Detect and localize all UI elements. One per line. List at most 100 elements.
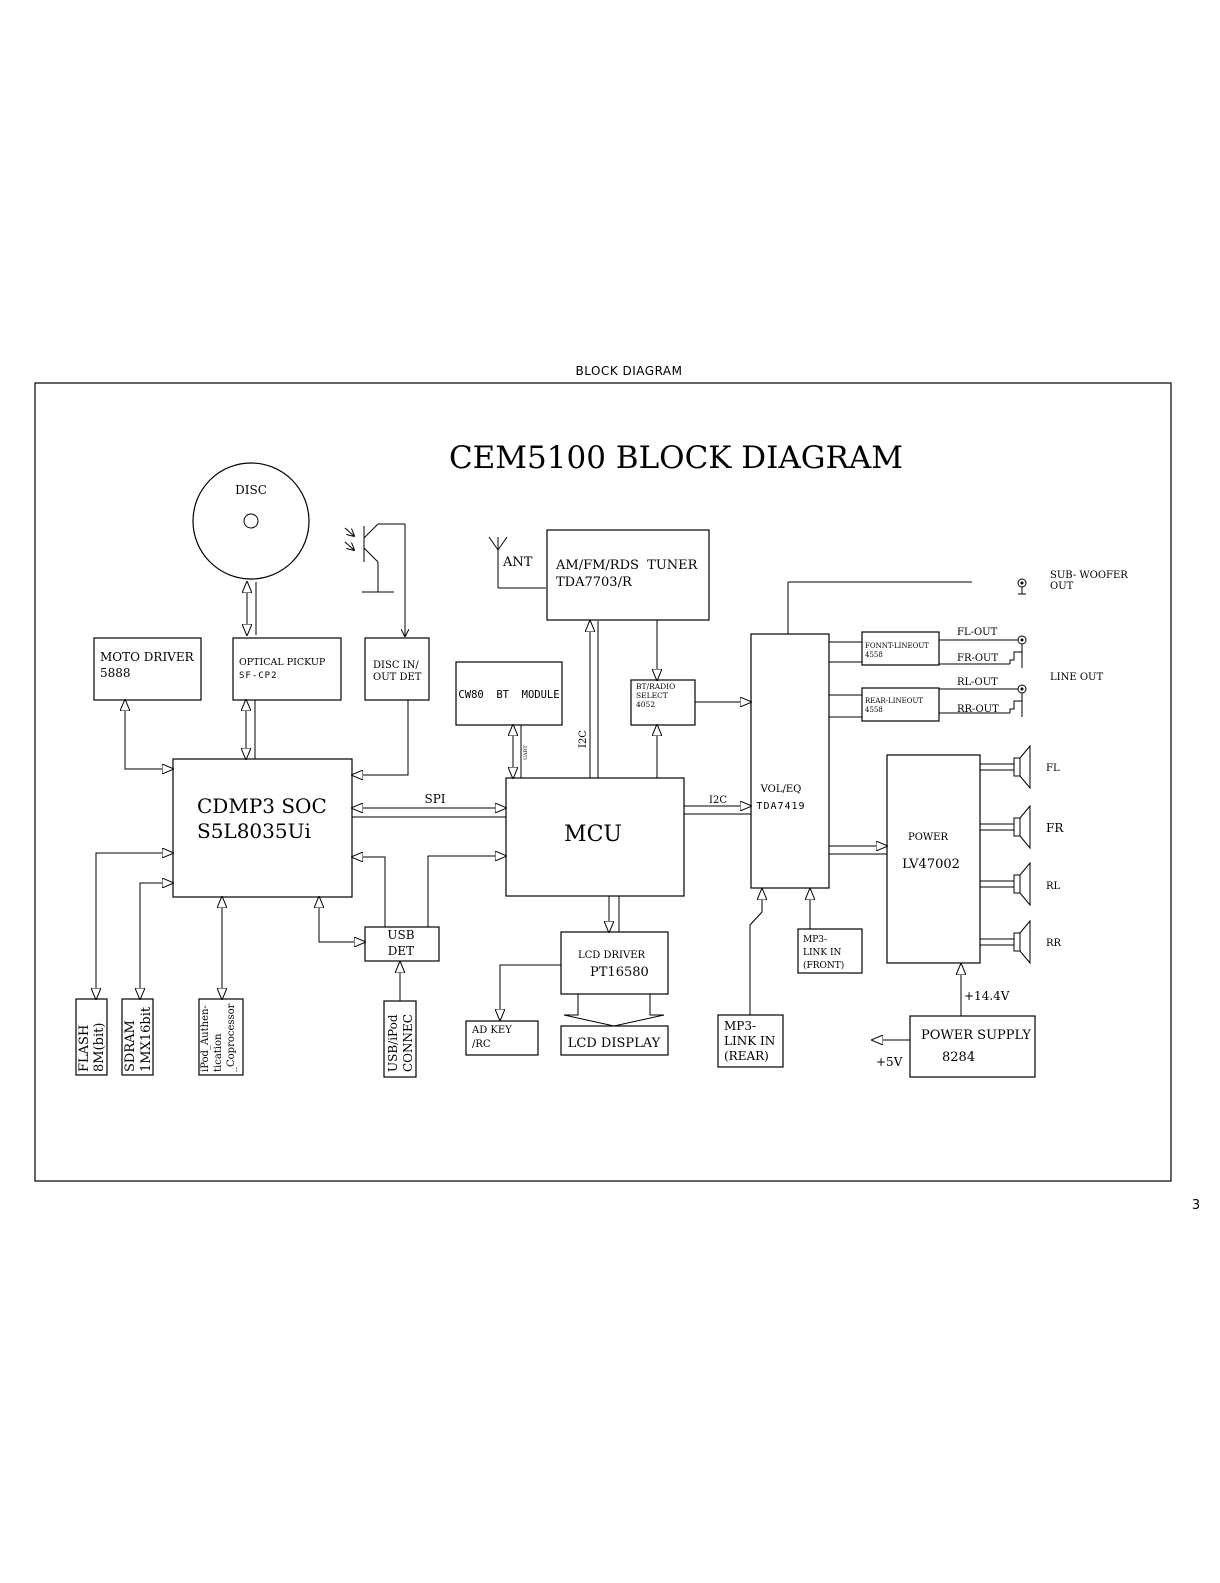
page-header: BLOCK DIAGRAM [576, 364, 683, 378]
speaker-rr-icon [980, 919, 1031, 965]
line-out-label: LINE OUT [1050, 672, 1103, 683]
rear-lineout-block: REAR-LINEOUT 4558 [861, 687, 940, 722]
lcd-display-block: LCD DISPLAY [560, 1025, 669, 1056]
moto-driver-chip: 5888 [100, 666, 131, 680]
uart-label: UART [523, 745, 529, 760]
sub-woofer-label-1: SUB- WOOFER [1050, 570, 1128, 581]
moto-driver-name: MOTO DRIVER [100, 650, 195, 664]
soc-name: CDMP3 SOC [197, 794, 327, 818]
front-lineout-chip: 4558 [865, 651, 883, 659]
usb-det-line1: USB [387, 928, 414, 942]
ad-key-block: AD KEY /RC [465, 1020, 539, 1056]
rear-lineout-name: REAR-LINEOUT [865, 697, 923, 705]
soc-chip: S5L8035Ui [197, 819, 311, 843]
front-lineout-name: FONNT-LINEOUT [865, 642, 929, 650]
mp3-front-line2: LINK IN [803, 948, 842, 958]
speaker-rl-label: RL [1046, 881, 1061, 892]
mp3-front-block: MP3- LINK IN (FRONT) [797, 928, 863, 974]
sub-woofer-label-2: OUT [1050, 581, 1074, 592]
spi-label: SPI [424, 792, 445, 806]
disc-detect-block: DISC IN/ OUT DET [364, 637, 430, 701]
flash-line2: 8M(bit) [92, 1023, 107, 1072]
soc-block: CDMP3 SOC S5L8035Ui [172, 758, 353, 898]
vol-eq-chip: TDA7419 [756, 801, 805, 812]
ipod-auth-line3: _Coprocessor [226, 1003, 237, 1072]
bt-select-line2: SELECT [636, 691, 668, 700]
usb-ipod-connector-block: USB/iPod CONNEC [383, 1000, 417, 1078]
sdram-line1: SDRAM [123, 1020, 138, 1072]
ipod-auth-line1: iPod_Authen- [200, 1005, 211, 1072]
flash-line1: FLASH [77, 1025, 92, 1072]
sub-woofer-output: SUB- WOOFER OUT [787, 570, 1128, 634]
fl-out-label: FL-OUT [957, 627, 998, 638]
tuner-block: AM/FM/RDS TUNER TDA7703/R [546, 529, 710, 621]
page-number: 3 [1192, 1198, 1200, 1213]
mp3-rear-line3: (REAR) [724, 1049, 769, 1063]
optical-pickup-chip: SF-CP2 [239, 671, 278, 681]
speaker-fl-icon [980, 744, 1031, 790]
usb-det-block: USB DET [364, 926, 440, 962]
ipod-auth-block: iPod_Authen- tication _Coprocessor [198, 998, 244, 1076]
bt-module-block: CW80 BT MODULE [455, 661, 563, 726]
power-amp-chip: LV47002 [902, 857, 960, 872]
antenna-icon: ANT [488, 536, 546, 589]
ad-key-line1: AD KEY [471, 1025, 512, 1036]
moto-driver-block: MOTO DRIVER 5888 [93, 637, 202, 701]
mcu-block: MCU [505, 777, 685, 897]
lcd-display-label: LCD DISPLAY [568, 1036, 661, 1051]
usb-ipod-line1: USB/iPod [386, 1014, 400, 1072]
ipod-auth-line2: tication [213, 1033, 224, 1072]
power-supply-block: POWER SUPPLY 8284 [909, 1015, 1036, 1078]
bt-module-name: CW80 BT MODULE [458, 689, 559, 701]
tuner-chip: TDA7703/R [556, 575, 633, 590]
usb-ipod-line2: CONNEC [401, 1014, 415, 1072]
diagram-title: CEM5100 BLOCK DIAGRAM [449, 440, 903, 476]
speaker-fr-icon [980, 804, 1031, 850]
power-amp-block: POWER LV47002 [886, 754, 981, 964]
usb-det-line2: DET [388, 944, 414, 958]
diagram-frame [34, 382, 1172, 1182]
ad-key-line2: /RC [472, 1039, 491, 1050]
fr-out-label: FR-OUT [957, 653, 998, 664]
lcd-driver-block: LCD DRIVER PT16580 [560, 931, 669, 995]
mcu-label: MCU [564, 822, 622, 847]
lcd-driver-name: LCD DRIVER [578, 950, 646, 961]
disc-label: DISC [235, 483, 267, 497]
power-supply-name: POWER SUPPLY [921, 1028, 1031, 1043]
power-supply-chip: 8284 [942, 1050, 975, 1065]
i2c-horizontal-label: I2C [709, 795, 727, 806]
optical-pickup-name: OPTICAL PICKUP [239, 657, 326, 668]
mp3-front-line3: (FRONT) [803, 960, 844, 971]
rear-lineout-chip: 4558 [865, 706, 883, 714]
mp3-front-line1: MP3- [803, 935, 827, 945]
speaker-rl-icon [980, 861, 1031, 907]
speaker-rr-label: RR [1046, 938, 1062, 949]
vol-eq-block: VOL/EQ TDA7419 [750, 633, 830, 889]
bt-select-line3: 4052 [636, 700, 655, 709]
rr-out-label: RR-OUT [957, 704, 999, 715]
power-amp-name: POWER [908, 832, 949, 843]
ant-label: ANT [502, 555, 533, 570]
speaker-fr-label: FR [1046, 821, 1064, 835]
line-out-jacks: FL-OUT FR-OUT RL-OUT RR-OUT LINE OUT [939, 627, 1103, 717]
vol-eq-name: VOL/EQ [760, 784, 802, 795]
sdram-block: SDRAM 1MX16bit [121, 998, 154, 1076]
disc: DISC [192, 462, 310, 580]
v144-label: +14.4V [964, 989, 1010, 1003]
bt-radio-select-block: BT/RADIO SELECT 4052 [630, 679, 696, 726]
i2c-vertical-label: I2C [578, 730, 589, 748]
optical-pickup-block: OPTICAL PICKUP SF-CP2 [232, 637, 342, 701]
disc-sensor-icon [344, 523, 405, 636]
tuner-name: AM/FM/RDS TUNER [555, 558, 699, 573]
mp3-rear-block: MP3- LINK IN (REAR) [717, 1014, 784, 1068]
bt-select-line1: BT/RADIO [636, 682, 675, 691]
lcd-driver-chip: PT16580 [590, 965, 649, 980]
front-lineout-block: FONNT-LINEOUT 4558 [861, 631, 940, 666]
v5-label: +5V [876, 1055, 903, 1069]
rl-out-label: RL-OUT [957, 677, 998, 688]
speaker-fl-label: FL [1046, 763, 1060, 774]
flash-block: FLASH 8M(bit) [75, 998, 108, 1076]
mp3-rear-line2: LINK IN [724, 1034, 775, 1048]
mp3-rear-line1: MP3- [724, 1019, 756, 1033]
disc-detect-line1: DISC IN/ [373, 660, 419, 671]
